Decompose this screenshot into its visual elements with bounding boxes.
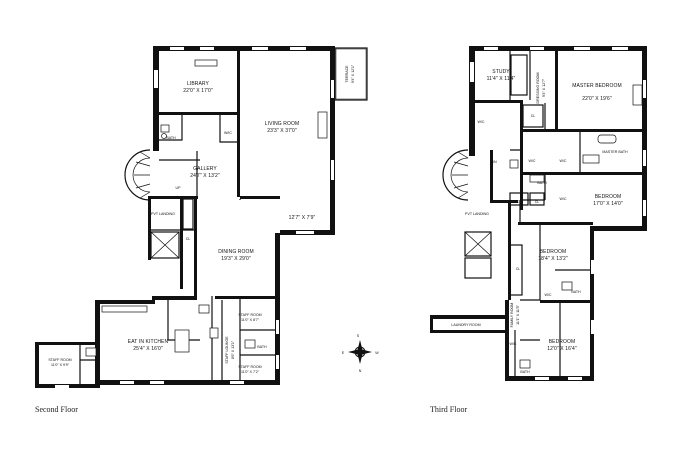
- room-label: LIVING ROOM: [265, 121, 299, 127]
- tag-cl: CL: [535, 200, 540, 204]
- compass-e: E: [342, 351, 345, 355]
- room-label: STAFF ROOM: [238, 365, 261, 369]
- room-label: EAT IN KITCHEN: [128, 339, 169, 345]
- room-dims: 23'3" X 37'0": [267, 128, 297, 134]
- tag-wc: W/C: [560, 197, 567, 201]
- room-label: MASTER BEDROOM: [572, 83, 621, 89]
- compass-s: S: [357, 334, 360, 338]
- room-label: DRESSING ROOM: [536, 73, 540, 104]
- tag-bath: BATH: [520, 370, 530, 374]
- room-label: BEDROOM: [595, 194, 622, 200]
- tag-wc: W/C: [560, 159, 567, 163]
- floor-caption: Third Floor: [430, 405, 467, 414]
- tag-pvt: PVT LANDING: [151, 212, 175, 216]
- room-label: STAFF ROOM: [48, 358, 71, 362]
- tag-wic: W/IC: [224, 131, 232, 135]
- room-dims: 12'0" X 16'4": [547, 346, 577, 352]
- room-dims: 11'0" X 8'7": [241, 318, 260, 322]
- room-dims: 25'4" X 16'0": [133, 346, 163, 352]
- room-label: STUDY: [492, 69, 510, 75]
- room-label: LIBRARY: [187, 81, 210, 87]
- tag-wc: W/C: [545, 293, 552, 297]
- room-dims: 11'4" X 11'4": [487, 76, 516, 82]
- room-label: FAMILY ROOM: [510, 303, 514, 328]
- room-label: GALLERY: [193, 166, 217, 172]
- compass-w: W: [375, 351, 379, 355]
- room-label: BEDROOM: [549, 339, 576, 345]
- room-dims: 18'4" X 13'2": [538, 256, 568, 262]
- room-dims: 22'0" X 17'0": [183, 88, 213, 94]
- compass-n: N: [359, 369, 362, 373]
- room-dims: 19'3" X 29'0": [221, 256, 251, 262]
- room-dims: 9'4" X 12'1": [351, 64, 355, 83]
- room-dims: 11'1" X 11'5": [516, 304, 520, 324]
- tag-wc: W/C: [510, 342, 517, 346]
- tag-bath: BATH: [571, 290, 581, 294]
- room-label: STAFF LOUNGE: [225, 336, 229, 364]
- room-dims: 11'0" X 9'9": [51, 363, 70, 367]
- tag-bath: BATH: [166, 136, 176, 140]
- room-label: MASTER BATH: [602, 150, 628, 154]
- tag-bath: BATH: [257, 345, 267, 349]
- tag-cl: CL: [531, 114, 536, 118]
- tag-cl: CL: [517, 200, 522, 204]
- third-floor-plan: STUDY 11'4" X 11'4" DRESSING ROOM 9'4" X…: [430, 46, 647, 414]
- tag-wc: W/C: [478, 120, 485, 124]
- room-dims: 9'4" X 12'7": [542, 78, 546, 97]
- tag-pvt: PVT LANDING: [465, 212, 489, 216]
- tag-cl: CL: [516, 267, 521, 271]
- room-dims: 8'6" X 13'1": [231, 340, 235, 359]
- tag-bath: BATH: [537, 181, 547, 185]
- tag-wc: W/C: [529, 159, 536, 163]
- tag-up: UP: [176, 186, 182, 190]
- room-dims: 17'0" X 14'0": [593, 201, 623, 207]
- room-dims: 24'7" X 13'2": [190, 173, 220, 179]
- room-label: DINING ROOM: [218, 249, 254, 255]
- floor-caption: Second Floor: [35, 405, 78, 414]
- compass-rose: S W N E: [342, 334, 380, 373]
- room-dims: 12'7" X 7'9": [289, 215, 316, 221]
- room-dims: 11'0" X 7'2": [241, 370, 260, 374]
- tag-dn: DN: [491, 160, 497, 164]
- room-dims: 22'0" X 19'6": [582, 96, 612, 102]
- room-label: STAFF ROOM: [238, 313, 261, 317]
- room-label: TERRACE: [345, 65, 349, 83]
- second-floor-plan: LIBRARY 22'0" X 17'0" LIVING ROOM 23'3" …: [35, 46, 368, 414]
- room-label: LAUNDRY ROOM: [451, 323, 480, 327]
- room-label: BEDROOM: [540, 249, 567, 255]
- tag-cl: CL: [186, 237, 191, 241]
